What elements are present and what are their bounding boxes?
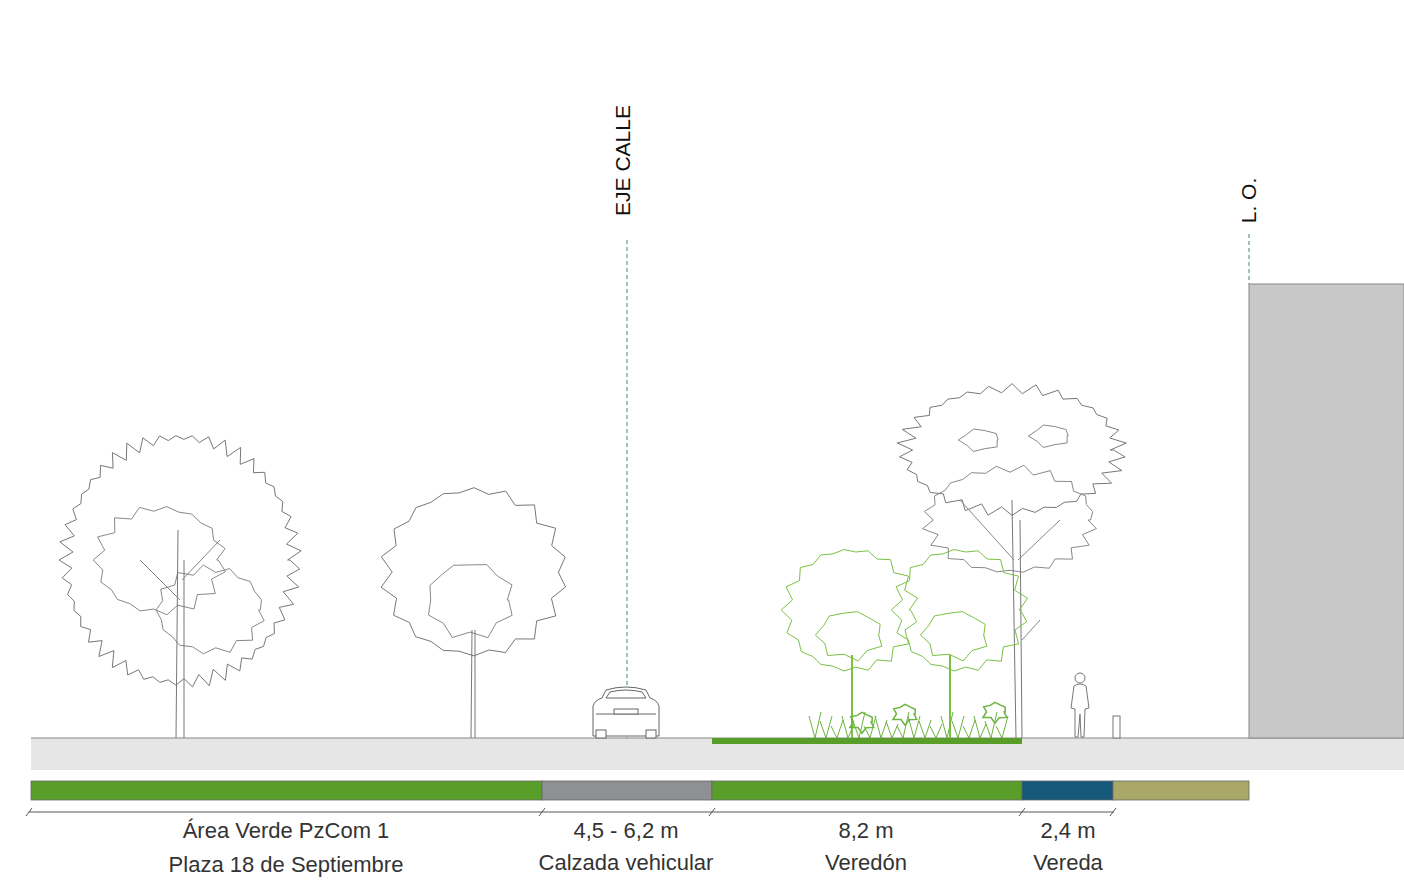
street-axis bbox=[627, 240, 628, 738]
zone-label: Vereda bbox=[1033, 852, 1103, 874]
car bbox=[593, 687, 659, 738]
tree-trunk bbox=[897, 726, 903, 738]
tree-crown bbox=[958, 429, 998, 452]
tree-trunk bbox=[941, 716, 947, 738]
pedestrian bbox=[1071, 673, 1089, 737]
tree-trunk bbox=[947, 712, 953, 738]
zone-label: Calzada vehicular bbox=[539, 852, 714, 874]
tree-crown bbox=[429, 565, 513, 638]
tree-trunk bbox=[837, 720, 843, 738]
tree-trunk bbox=[1018, 520, 1060, 560]
tree-crown bbox=[59, 436, 301, 687]
tree-crown bbox=[381, 488, 565, 656]
tree-trunk bbox=[875, 716, 881, 738]
tree-crown bbox=[923, 465, 1097, 572]
ground bbox=[31, 738, 1404, 770]
tree-trunk bbox=[182, 540, 220, 580]
tree-crown bbox=[893, 704, 917, 725]
tree-trunk bbox=[952, 721, 958, 738]
building bbox=[1249, 284, 1404, 738]
tree-trunk bbox=[936, 724, 942, 738]
tree-trunk bbox=[820, 721, 826, 738]
trees bbox=[59, 384, 1126, 738]
dimension-lines bbox=[26, 808, 1116, 816]
tree-trunk bbox=[815, 712, 821, 738]
tree-trunk bbox=[842, 716, 848, 738]
zone-label: Área Verde PzCom 1 bbox=[183, 820, 390, 842]
tree-trunk bbox=[980, 724, 986, 738]
tree-trunk bbox=[925, 720, 931, 738]
tree-crown bbox=[815, 612, 881, 661]
tree-trunk bbox=[919, 721, 925, 738]
color-bar bbox=[31, 781, 1249, 800]
tree-crown bbox=[1028, 425, 1068, 448]
tree-trunk bbox=[930, 726, 936, 738]
tree-trunk bbox=[985, 721, 991, 738]
tree-crown bbox=[156, 565, 264, 654]
property-line-label: L. O. bbox=[1239, 177, 1260, 223]
axis-label: EJE CALLE bbox=[611, 105, 632, 216]
tree-trunk bbox=[960, 500, 1014, 560]
tree-trunk bbox=[809, 716, 815, 738]
dimension: 8,2 m bbox=[838, 820, 893, 842]
tree-trunk bbox=[184, 560, 185, 738]
tree-trunk bbox=[176, 530, 178, 738]
tree-trunk bbox=[886, 721, 892, 738]
tree-trunk bbox=[1012, 500, 1016, 738]
tree-trunk bbox=[974, 716, 980, 738]
green-strip bbox=[712, 738, 1022, 744]
tree-trunk bbox=[475, 630, 476, 738]
tree-trunk bbox=[969, 720, 975, 738]
tree-trunk bbox=[1002, 716, 1008, 738]
property-line bbox=[1249, 234, 1250, 284]
tree-crown bbox=[850, 712, 874, 733]
tree-trunk bbox=[831, 726, 837, 738]
tree-trunk bbox=[1020, 520, 1022, 738]
bollard bbox=[1113, 716, 1120, 738]
dimension: 4,5 - 6,2 m bbox=[573, 820, 678, 842]
tree-trunk bbox=[996, 726, 1002, 738]
tree-trunk bbox=[963, 726, 969, 738]
tree-trunk bbox=[853, 721, 859, 738]
tree-trunk bbox=[471, 630, 472, 738]
tree-trunk bbox=[991, 712, 997, 738]
tree-crown bbox=[897, 384, 1126, 516]
tree-trunk bbox=[140, 560, 180, 600]
zone-label: Veredón bbox=[825, 852, 907, 874]
tree-crown bbox=[983, 702, 1007, 723]
tree-crown bbox=[93, 507, 225, 615]
tree-crown bbox=[920, 612, 986, 661]
dimension: 2,4 m bbox=[1040, 820, 1095, 842]
tree-crown bbox=[891, 550, 1027, 672]
zone-label: Plaza 18 de Septiembre bbox=[169, 854, 404, 876]
tree-crown bbox=[781, 550, 917, 672]
